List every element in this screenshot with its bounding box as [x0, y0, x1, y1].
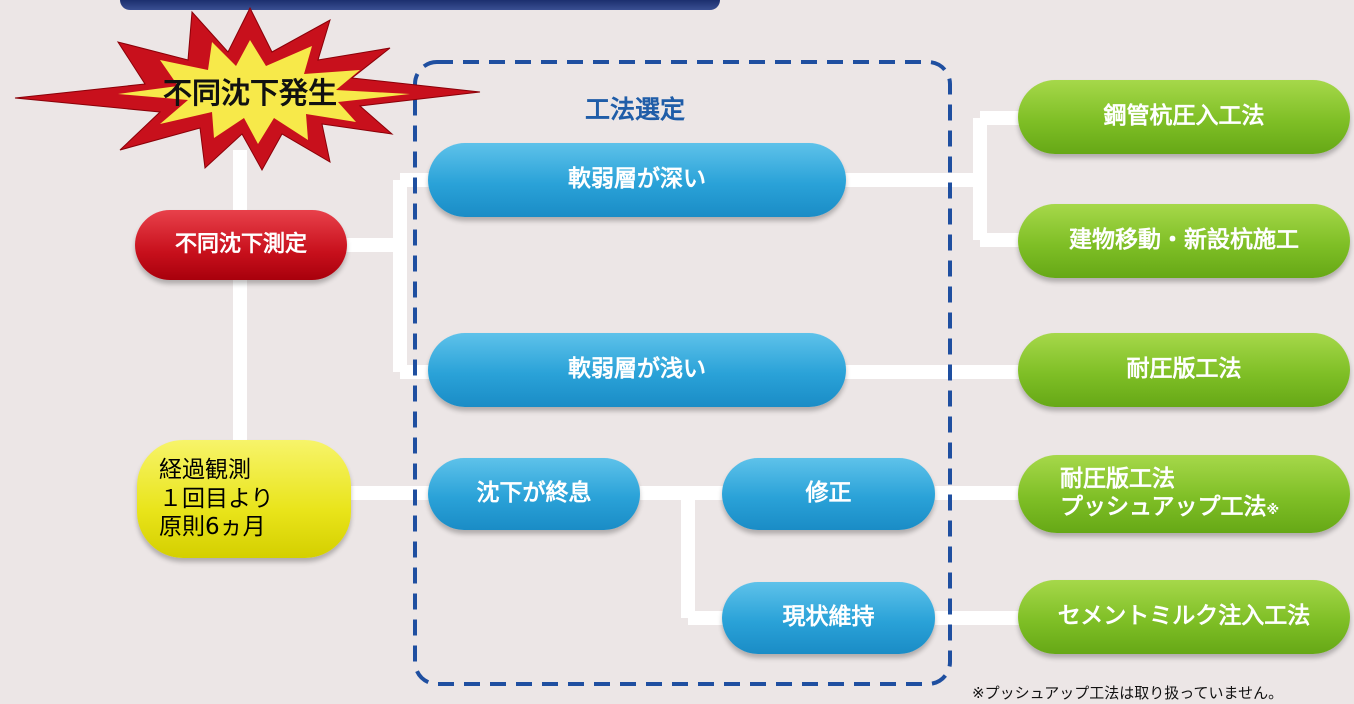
method-correction-line-2-text: プッシュアップ工法 [1060, 494, 1267, 520]
measurement-box: 不同沈下測定 [135, 210, 347, 280]
condition-maintain-label: 現状維持 [782, 604, 875, 631]
condition-maintain: 現状維持 [722, 582, 935, 654]
observation-line-2: １回目より [159, 485, 274, 512]
method-correction: 耐圧版工法 プッシュアップ工法※ [1018, 455, 1350, 533]
method-steel-pipe: 鋼管杭圧入工法 [1018, 80, 1350, 154]
observation-box: 経過観測 １回目より 原則6ヵ月 [137, 440, 351, 558]
condition-correct-label: 修正 [805, 480, 852, 507]
method-relocation: 建物移動・新設杭施工 [1018, 204, 1350, 278]
observation-line-1: 経過観測 [159, 456, 251, 483]
measurement-label: 不同沈下測定 [174, 231, 307, 257]
method-steel-pipe-label: 鋼管杭圧入工法 [1103, 103, 1265, 130]
method-relocation-label: 建物移動・新設杭施工 [1069, 227, 1299, 254]
method-correction-text: 耐圧版工法 プッシュアップ工法※ [1060, 466, 1279, 521]
footnote: ※プッシュアップ工法は取り扱っていません。 [972, 684, 1284, 702]
burst-core [118, 40, 410, 144]
condition-shallow-label: 軟弱層が浅い [568, 356, 706, 383]
condition-settled-label: 沈下が終息 [476, 480, 592, 507]
connector-lines [233, 111, 1020, 625]
method-correction-line-2: プッシュアップ工法※ [1060, 494, 1279, 522]
condition-deep-label: 軟弱層が深い [568, 166, 706, 193]
burst-label: 不同沈下発生 [162, 76, 337, 110]
condition-shallow: 軟弱層が浅い [428, 333, 846, 407]
condition-settled: 沈下が終息 [428, 458, 640, 530]
method-correction-line-1: 耐圧版工法 [1060, 466, 1175, 493]
observation-line-3: 原則6ヵ月 [159, 514, 266, 541]
method-pressure-plate-label: 耐圧版工法 [1126, 356, 1242, 383]
condition-deep: 軟弱層が深い [428, 143, 846, 217]
selection-dashed-frame [413, 60, 952, 686]
method-cement-milk-label: セメントミルク注入工法 [1057, 603, 1311, 630]
observation-text: 経過観測 １回目より 原則6ヵ月 [159, 456, 274, 542]
method-pressure-plate: 耐圧版工法 [1018, 333, 1350, 407]
condition-correct: 修正 [722, 458, 935, 530]
selection-title: 工法選定 [585, 95, 686, 124]
header-band [120, 0, 720, 10]
method-correction-mark: ※ [1266, 503, 1280, 518]
method-cement-milk: セメントミルク注入工法 [1018, 580, 1350, 654]
